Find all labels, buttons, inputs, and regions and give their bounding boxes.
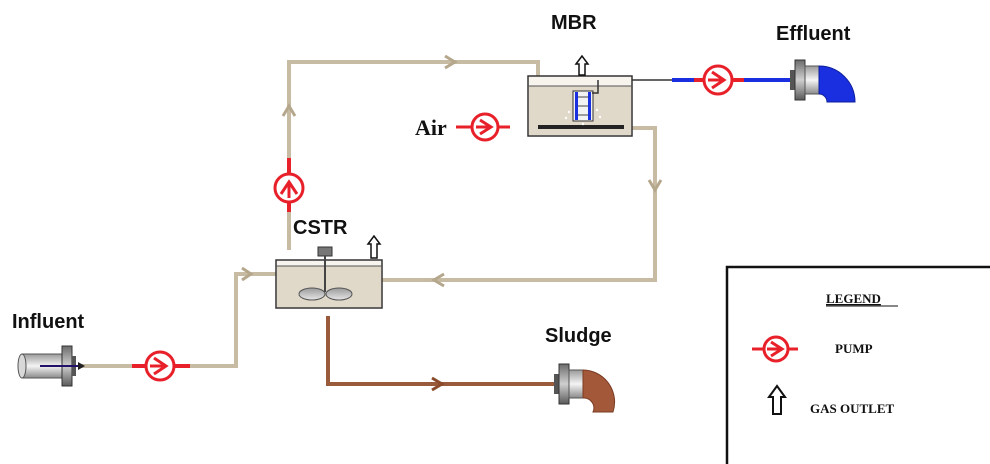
pump-icon [273,172,305,204]
air-label: Air [415,115,447,140]
gas-outlet-icon [366,234,382,259]
pipe-outlet-icon [790,59,856,103]
legend-title: LEGEND [826,291,881,306]
pump-icon [702,64,734,96]
mbr-tank [527,54,633,137]
influent-label: Influent [12,311,85,333]
gas-outlet-icon [767,384,787,415]
gas-outlet-icon [574,54,590,76]
legend-gas-outlet-label: GAS OUTLET [810,401,894,416]
return-to-cstr-pipe [382,126,657,282]
recycle-to-mbr-pipe [287,60,540,250]
flow-arrow-icon [647,179,663,193]
flow-arrow-icon [444,54,458,70]
cstr-label: CSTR [293,217,348,239]
mixer-icon [298,246,353,301]
effluent-label: Effluent [776,23,851,45]
flow-arrow-icon [431,272,445,288]
flow-arrows [241,54,663,392]
pump-icon [144,350,176,382]
flow-arrow-icon [281,103,297,117]
pipe-outlet-icon [554,363,616,413]
legend: LEGEND PUMP GAS OUTLET [725,265,990,464]
flow-arrow-icon [241,266,254,282]
influent-pipe [80,272,276,368]
pump-icon [470,112,500,142]
sludge-pipe [326,316,556,386]
sludge-label: Sludge [545,325,612,347]
flow-arrow-icon [431,376,445,392]
mbr-label: MBR [551,12,597,34]
pump-icon [752,335,798,363]
legend-pump-label: PUMP [835,341,873,356]
pipe-inlet-icon [17,345,85,387]
cstr-tank [275,234,383,309]
membrane-icon [564,90,602,126]
